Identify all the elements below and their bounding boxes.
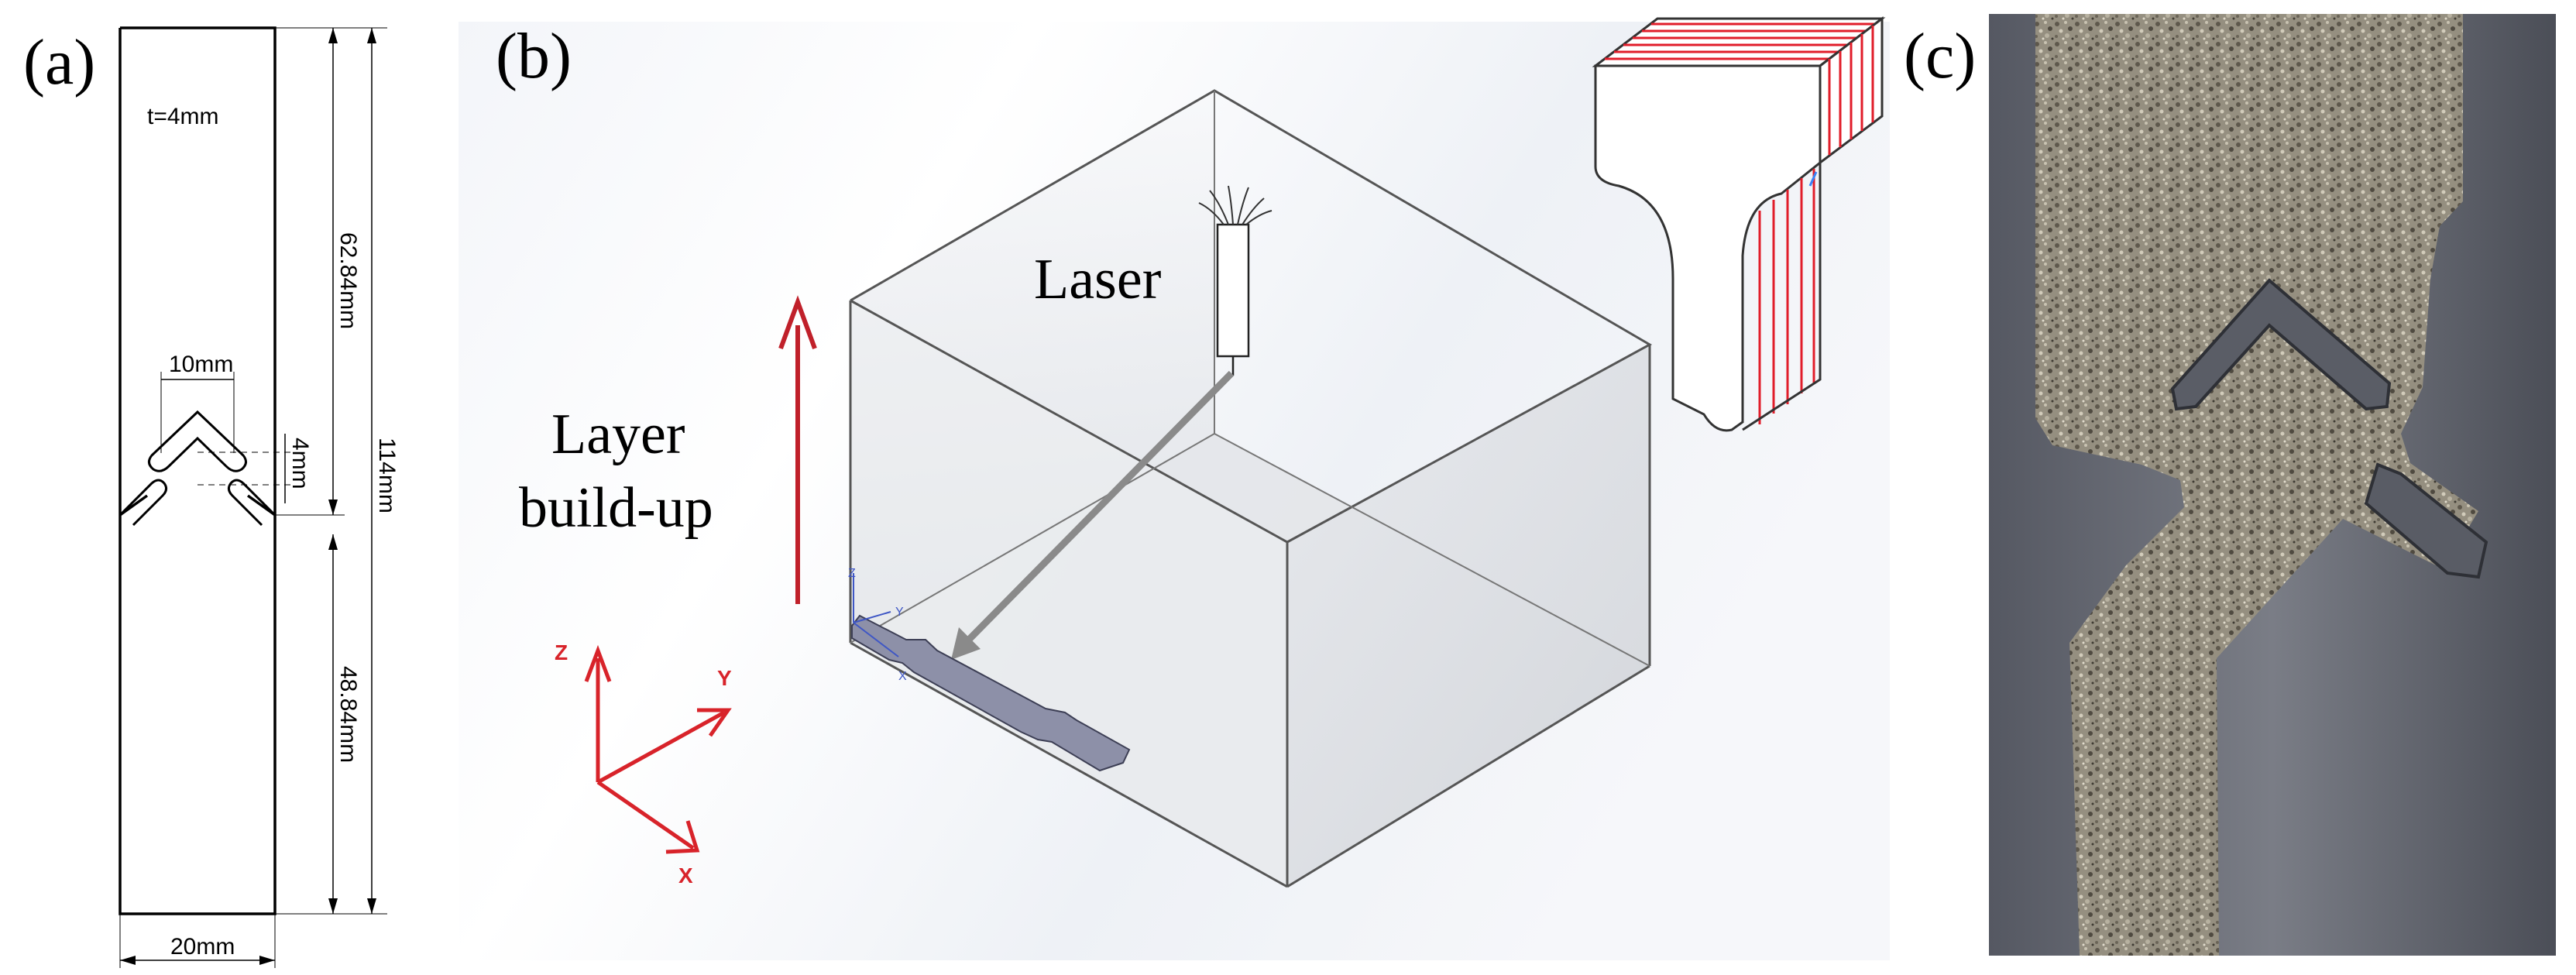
global-axes: Z Y X	[555, 640, 732, 887]
width-arrow-left	[120, 956, 136, 965]
lower-dim-label: 48.84mm	[335, 666, 361, 763]
printed-specimen	[851, 614, 1131, 772]
upper-arrow-top	[328, 28, 338, 43]
thickness-label: t=4mm	[147, 104, 219, 129]
build-up-arrowhead	[778, 295, 817, 350]
photo-specimen	[2035, 14, 2478, 956]
panel-b-label: (b)	[496, 20, 572, 92]
laser-label: Laser	[1034, 248, 1161, 311]
panel-b: (b)	[459, 15, 1890, 960]
laser-fibers	[1198, 185, 1273, 225]
chevron-slot	[148, 410, 247, 472]
box-right-face	[1287, 345, 1650, 887]
small-axes: Z Y X	[848, 567, 907, 683]
panel-c-label: (c)	[1904, 20, 1976, 92]
inset-neck-edge	[1742, 163, 1822, 431]
build-label-line1: Layer	[551, 403, 685, 466]
panel-c: (c)	[1904, 14, 2556, 956]
inset-neck-hatch	[1758, 169, 1815, 424]
left-notch	[118, 479, 168, 527]
upper-arrow-bottom	[328, 500, 338, 515]
laser-beam	[961, 370, 1235, 647]
width-arrow-right	[259, 956, 275, 965]
axis-x-label: X	[678, 863, 693, 887]
axis-z-label: Z	[555, 640, 568, 664]
photo-chevron-slot	[2170, 278, 2392, 411]
lower-arrow-bottom	[328, 898, 338, 914]
laser-head	[1198, 185, 1273, 376]
photo-notch-right	[2364, 462, 2488, 579]
small-axis-z: Z	[848, 567, 856, 580]
lower-arrow-top	[328, 534, 338, 550]
notch-width-label: 10mm	[169, 352, 233, 377]
build-label-line2: build-up	[519, 476, 713, 540]
small-axis-y: Y	[895, 606, 904, 619]
inset-top-hatch	[1605, 22, 1874, 60]
notch-gap-label: 4mm	[287, 438, 313, 489]
right-notch	[227, 479, 276, 527]
small-axis-x: X	[898, 670, 907, 683]
upper-dim-label: 62.84mm	[335, 232, 361, 329]
inset-side-hatch	[1828, 26, 1874, 155]
inset-front-face	[1594, 64, 1822, 432]
panel-a-label: (a)	[23, 26, 95, 98]
width-dim-label: 20mm	[170, 934, 235, 960]
total-arrow-top	[367, 28, 376, 43]
axis-y-label: Y	[717, 666, 732, 690]
box-front-face	[850, 300, 1287, 887]
panel-a: (a) t=4mm 10mm 4mm 62.84mm 48.84m	[23, 26, 400, 968]
laser-beam-arrowhead	[951, 627, 981, 660]
inset-blue-mark	[1808, 171, 1818, 187]
scan-strategy-inset	[1592, 15, 1886, 432]
total-dim-label: 114mm	[374, 438, 400, 513]
total-arrow-bottom	[367, 898, 376, 914]
specimen-outline	[118, 26, 276, 915]
